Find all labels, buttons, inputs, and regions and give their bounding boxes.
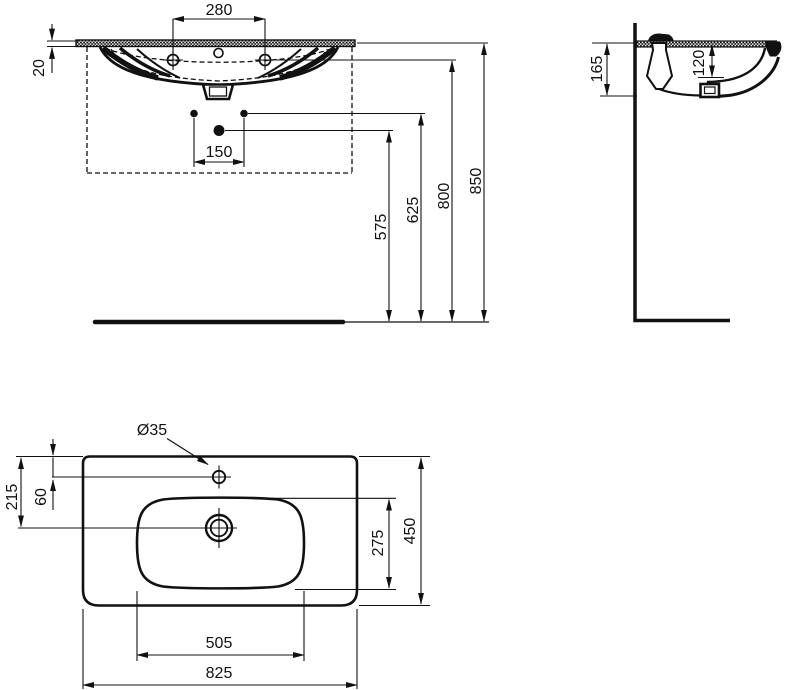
dim-label-dia35: Ø35: [137, 422, 167, 439]
plan-basin-outline: [81, 455, 359, 607]
plan-dimensions: [16, 437, 430, 689]
dim-label-215: 215: [4, 484, 21, 511]
dim-label-505: 505: [206, 635, 233, 652]
dim-label-60: 60: [33, 488, 50, 506]
side-bowl-front-inner: [706, 47, 767, 85]
plan-view: [81, 455, 359, 607]
front-hidden-cabinet-outline: [86, 47, 353, 174]
front-drain-cup-inner: [208, 86, 228, 97]
front-left-tap-hole: [163, 50, 183, 70]
front-siphon-hole: [213, 125, 225, 136]
side-drain-box: [699, 82, 721, 99]
side-view: [633, 23, 782, 323]
dim-label-120: 120: [691, 50, 708, 77]
side-rear-upstand: [648, 33, 674, 41]
plan-dimension-labels: Ø35 215 60 275 450 505 825: [4, 422, 419, 682]
dim-label-450: 450: [402, 518, 419, 545]
dim-label-150: 150: [206, 144, 233, 161]
side-dimensions: [592, 42, 724, 97]
front-bowl-outline: [98, 46, 340, 87]
dim-label-625: 625: [405, 197, 422, 224]
side-bowl-underside: [719, 56, 780, 98]
side-drain-box-inner: [703, 86, 716, 95]
side-front-edge-lip: [765, 41, 782, 57]
front-fixing-hole-right: [240, 109, 248, 118]
front-dimensions: [47, 16, 488, 322]
side-overflow-column: [645, 42, 674, 90]
front-right-tap-hole: [255, 50, 275, 70]
side-wall-floor-line: [633, 23, 730, 323]
dim-label-280: 280: [206, 2, 233, 19]
front-right-bracket: [257, 45, 337, 81]
dim-label-165: 165: [589, 56, 606, 83]
plan-bowl-outline: [135, 496, 306, 590]
front-overflow-hole: [213, 47, 224, 59]
side-bowl-bottom-strip: [658, 87, 701, 97]
front-view: [75, 39, 489, 325]
front-fixing-hole-left: [190, 109, 198, 118]
dim-label-850: 850: [468, 168, 485, 195]
front-dimension-labels: 280 20 150 575 625 800 850: [31, 2, 485, 240]
dim-label-825: 825: [206, 665, 233, 682]
front-rim-slab: [75, 39, 356, 48]
dim-label-20: 20: [31, 59, 48, 77]
front-left-bracket: [101, 45, 181, 81]
dim-label-275: 275: [370, 530, 387, 557]
dim-label-800: 800: [436, 183, 453, 210]
dim-label-575: 575: [373, 214, 390, 241]
side-dimension-labels: 165 120: [589, 50, 708, 83]
